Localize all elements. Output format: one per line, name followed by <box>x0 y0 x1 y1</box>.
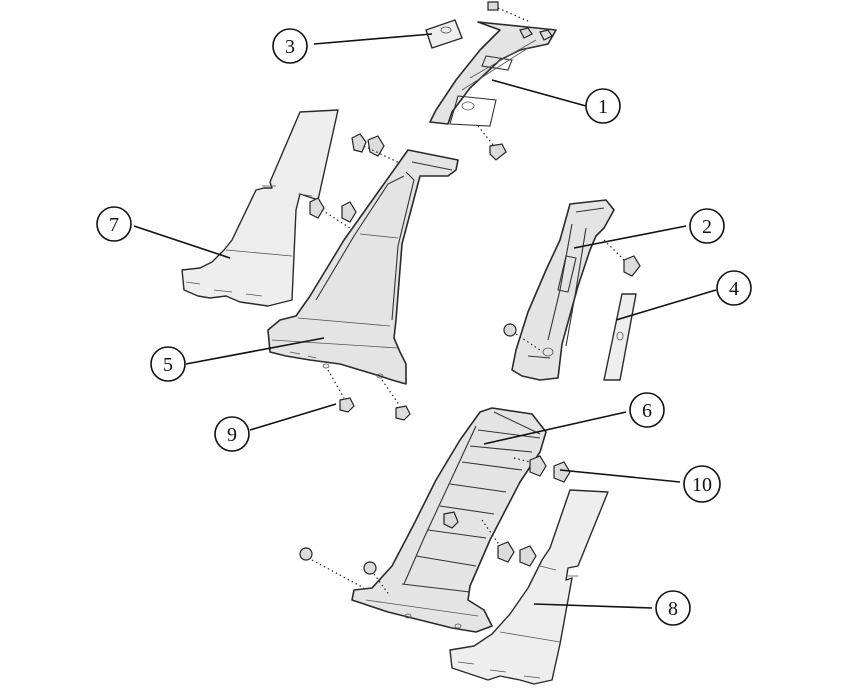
part-9-fasteners <box>327 369 411 421</box>
callout-1: 1 <box>585 88 621 124</box>
part-4-strip <box>603 293 637 381</box>
callout-7-label: 7 <box>109 214 119 236</box>
callout-4-label: 4 <box>729 278 739 300</box>
leader-3 <box>313 33 433 45</box>
callout-9: 9 <box>214 416 250 452</box>
callout-3: 3 <box>272 28 308 64</box>
callout-8-label: 8 <box>668 598 678 620</box>
callout-5: 5 <box>150 346 186 382</box>
clips-upper-left <box>309 133 411 233</box>
leader-9 <box>249 403 337 431</box>
leader-6 <box>483 411 627 445</box>
part-3-strip <box>425 19 463 49</box>
callout-8: 8 <box>655 590 691 626</box>
callout-7: 7 <box>96 206 132 242</box>
callout-10-label: 10 <box>692 474 712 496</box>
callout-4: 4 <box>716 270 752 306</box>
leader-2 <box>573 225 687 249</box>
callout-2-label: 2 <box>702 216 712 238</box>
callout-2: 2 <box>689 208 725 244</box>
part-8-right-liner <box>449 489 609 685</box>
callout-5-label: 5 <box>163 354 173 376</box>
leader-5 <box>185 337 325 365</box>
leader-lines <box>133 33 717 609</box>
leader-4 <box>615 289 717 321</box>
callout-10: 10 <box>683 465 721 503</box>
callout-9-label: 9 <box>227 424 237 446</box>
part-10-clips <box>299 455 571 597</box>
leader-7 <box>133 225 231 259</box>
leader-1 <box>491 79 587 107</box>
part-6-lower-trim <box>351 407 547 633</box>
leader-10 <box>559 469 681 483</box>
part-1-upper-trim <box>429 1 557 161</box>
callout-6-label: 6 <box>642 400 652 422</box>
part-5-pillar-trim <box>267 149 459 385</box>
part-7-left-liner <box>181 109 339 307</box>
callout-6: 6 <box>629 392 665 428</box>
leader-8 <box>533 603 653 609</box>
callout-3-label: 3 <box>285 36 295 58</box>
callout-1-label: 1 <box>598 96 608 118</box>
